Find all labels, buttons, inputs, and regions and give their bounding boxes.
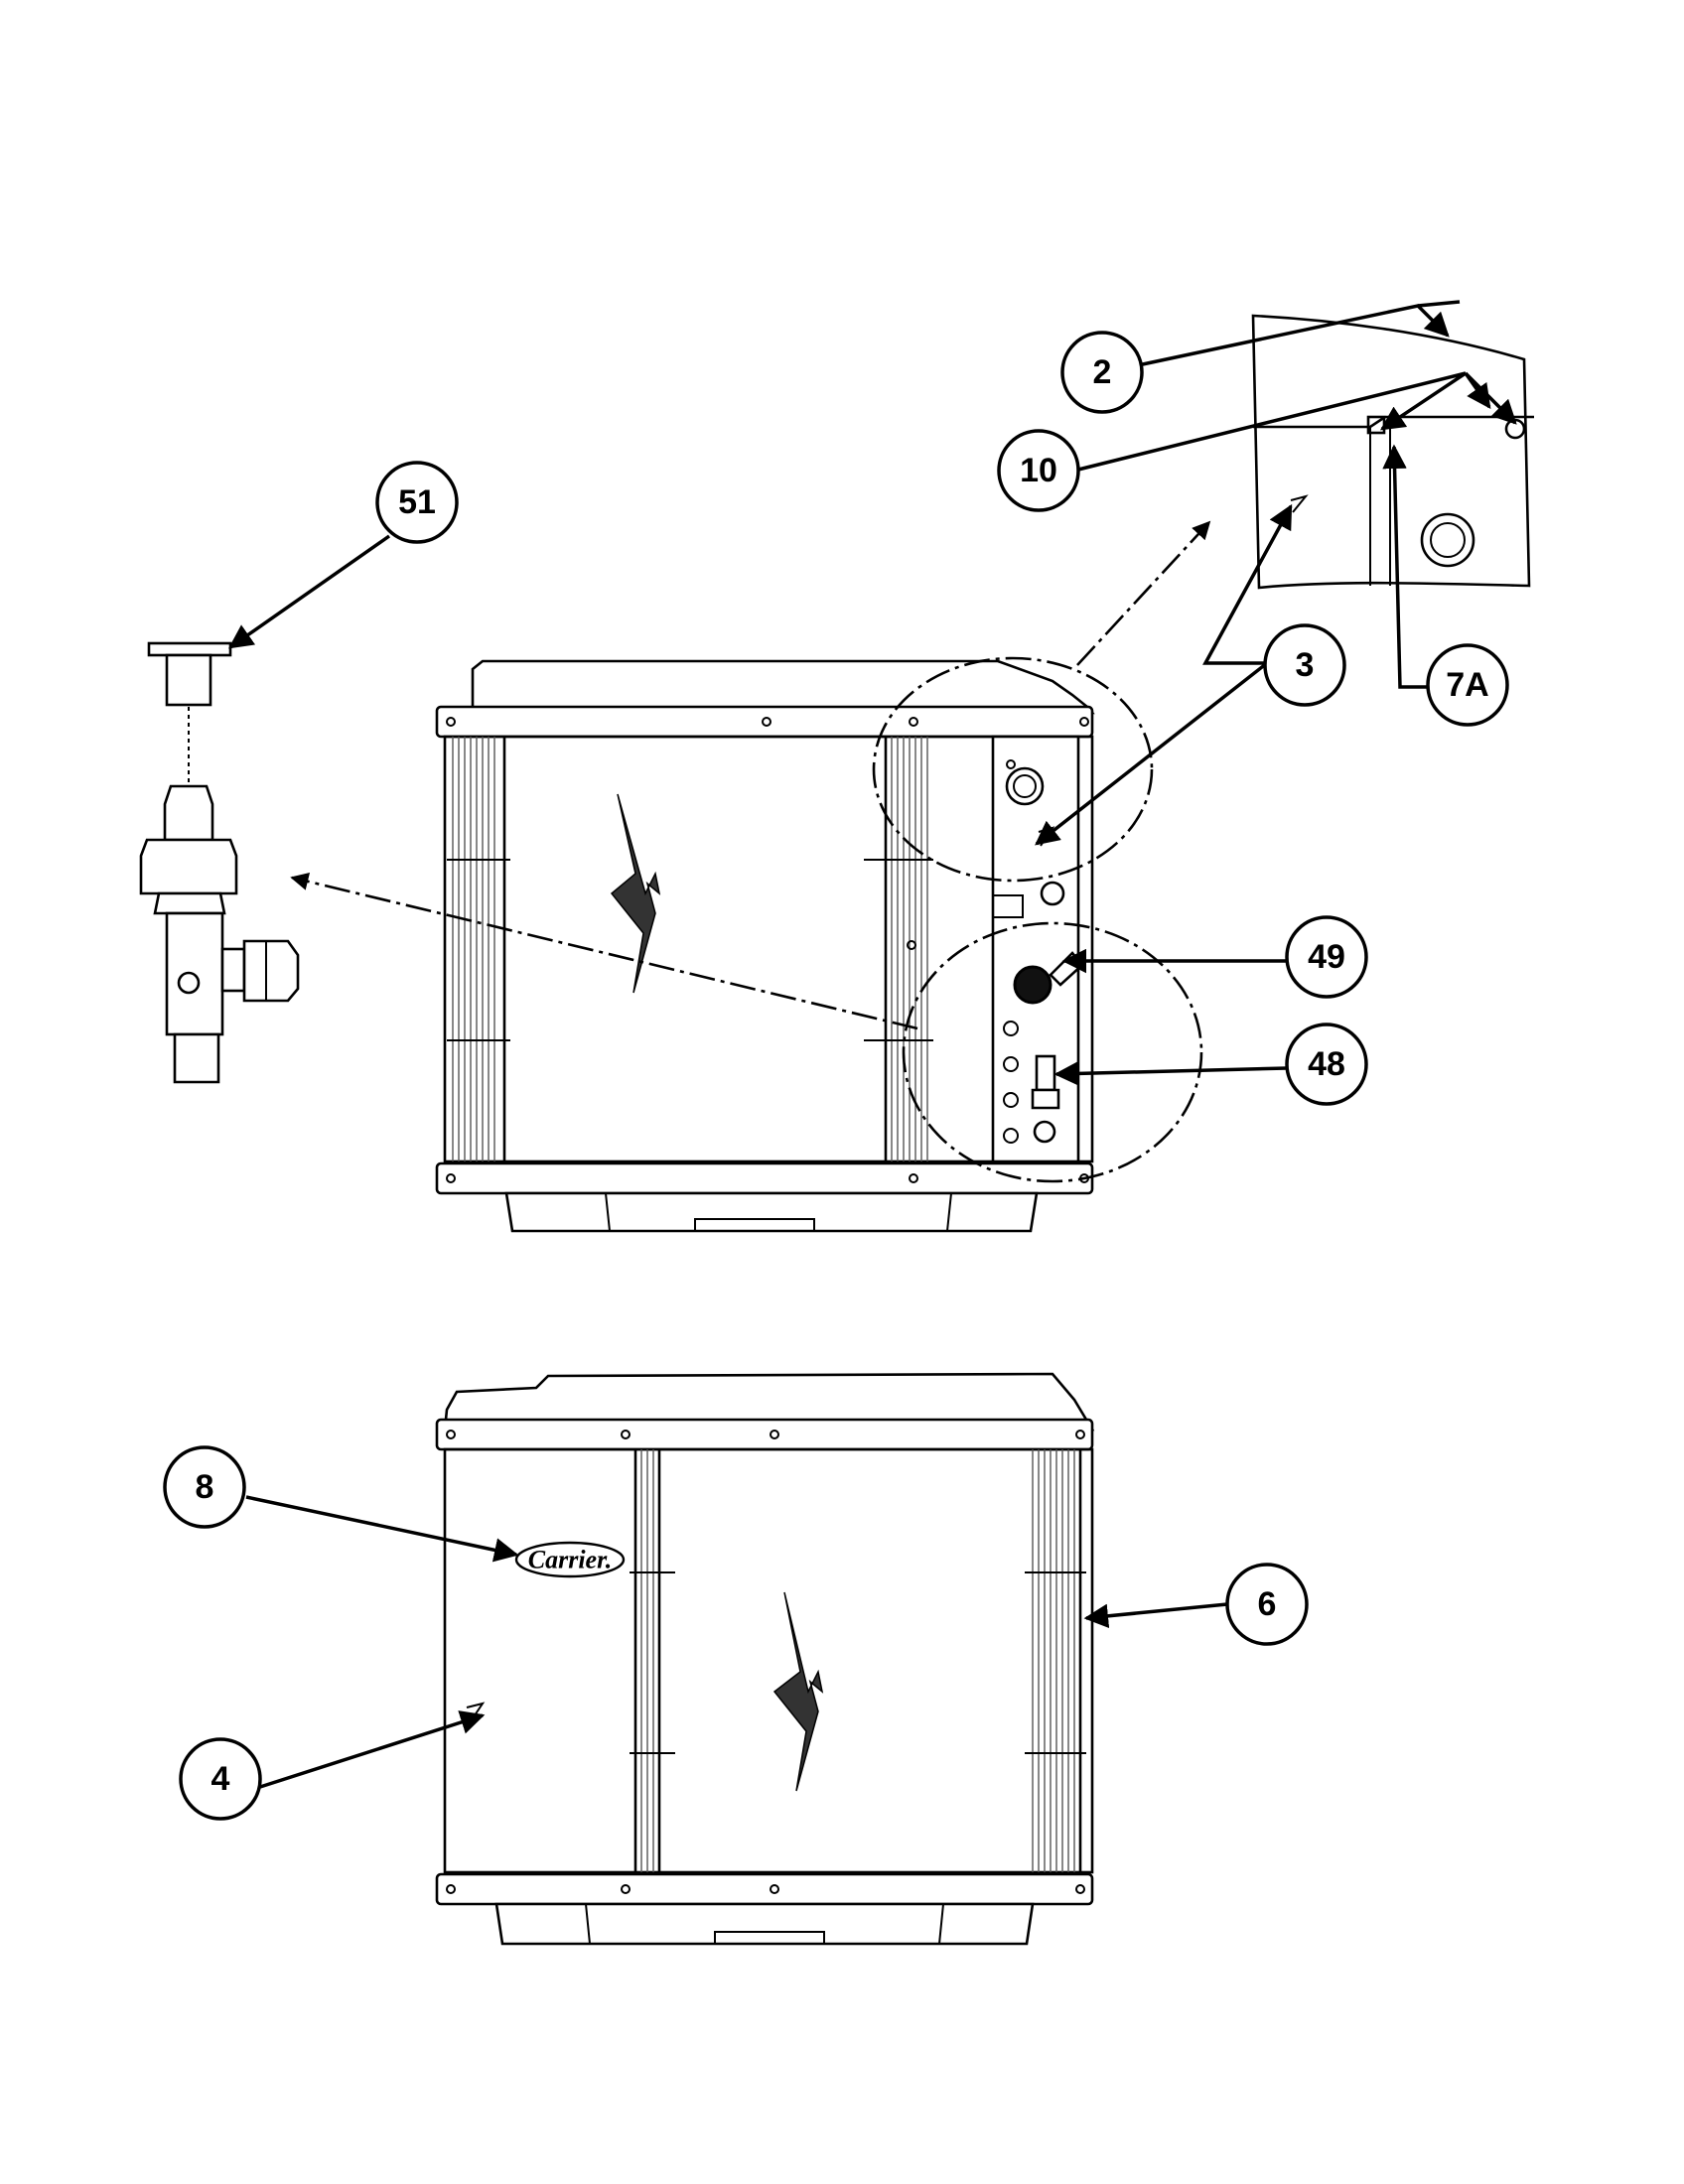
right-grille-bottom: [1025, 1449, 1086, 1872]
condenser-unit-top-view: [435, 659, 1095, 1233]
coil-symbol: [610, 793, 661, 994]
callout-4: 4: [179, 1737, 262, 1821]
carrier-logo: Carrier.: [514, 1541, 626, 1578]
coil-symbol-bottom: [772, 1591, 824, 1792]
callout-8-label: 8: [196, 1468, 214, 1506]
callout-51-label: 51: [398, 483, 436, 521]
callout-7a-label: 7A: [1446, 666, 1488, 704]
condenser-unit-bottom-view: Carrier.: [435, 1372, 1095, 1946]
callout-6: 6: [1225, 1563, 1309, 1646]
callout-10-label: 10: [1020, 452, 1057, 489]
left-grille: [447, 737, 510, 1161]
callout-49-label: 49: [1308, 938, 1345, 976]
callout-49: 49: [1285, 915, 1368, 999]
callout-7a: 7A: [1426, 643, 1509, 727]
detail-circle-lower: [902, 921, 1203, 1183]
leader-lines: [227, 300, 1517, 1789]
callout-48-label: 48: [1308, 1045, 1345, 1083]
callout-48: 48: [1285, 1023, 1368, 1106]
service-valve-detail: [139, 641, 300, 1084]
callout-2-label: 2: [1093, 353, 1112, 391]
callout-10: 10: [997, 429, 1080, 512]
right-grille: [864, 737, 933, 1161]
callout-3: 3: [1263, 623, 1346, 707]
callout-6-label: 6: [1258, 1585, 1277, 1623]
callout-8: 8: [163, 1445, 246, 1529]
carrier-logo-text: Carrier.: [528, 1546, 613, 1574]
suction-valve: [1013, 965, 1052, 1005]
callout-3-label: 3: [1296, 646, 1315, 684]
callout-51: 51: [375, 461, 459, 544]
callout-2: 2: [1060, 331, 1144, 414]
callout-4-label: 4: [211, 1760, 230, 1798]
detail-circle-upper: [872, 656, 1154, 883]
